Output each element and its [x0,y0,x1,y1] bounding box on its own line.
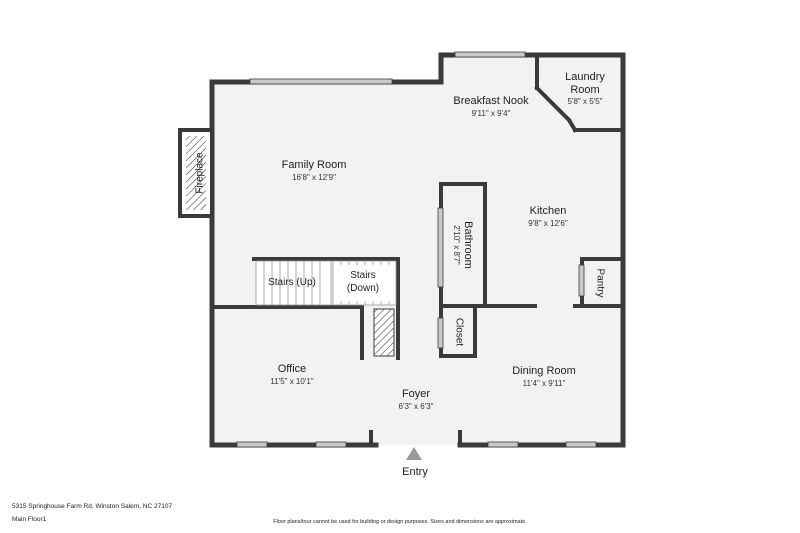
pantry-label: Pantry [594,269,605,298]
breakfast-nook-dim: 9'11" x 9'4" [472,109,511,118]
breakfast-nook-name: Breakfast Nook [453,95,529,107]
fireplace: Fireplace [178,128,214,218]
stairs-up [255,260,332,306]
family-room-dim: 16'8" x 12'9" [292,173,336,182]
windows [236,51,597,448]
office-dim: 11'5" x 10'1" [270,377,313,386]
laundry-room-name-1: Laundry [565,71,605,83]
address-text: 5315 Springhouse Farm Rd, Winston Salem,… [12,503,173,510]
closet-label: Closet [453,318,464,347]
dining-room-name: Dining Room [512,365,576,377]
family-room-name: Family Room [282,159,347,171]
laundry-room-dim: 5'8" x 5'5" [568,97,603,106]
disclaimer-text: Floor plans/tour cannot be used for buil… [273,519,527,525]
foyer-name: Foyer [402,388,430,400]
floor-area [212,55,623,445]
office-name: Office [278,363,307,375]
fireplace-label: Fireplace [195,152,206,194]
stairs-up-label: Stairs (Up) [268,277,316,288]
laundry-room-name-2: Room [570,84,599,96]
stairs-down-label-line2: (Down) [347,283,379,294]
bathroom-name: Bathroom [462,221,474,269]
bathroom-dim: 2'10" x 8'7" [452,225,461,265]
floor-label: Main Floor1 [12,516,47,523]
interior-walls [210,55,623,447]
kitchen-dim: 9'8" x 12'6" [528,219,568,228]
foyer-dim: 6'3" x 6'3" [399,402,434,411]
stair-landing-hatch [373,308,395,357]
entry-arrow-icon [406,447,422,460]
stairs-down-label-line1: Stairs [350,270,376,281]
entry-label: Entry [402,466,428,478]
kitchen-name: Kitchen [530,205,567,217]
dining-room-dim: 11'4" x 9'11" [523,379,566,388]
